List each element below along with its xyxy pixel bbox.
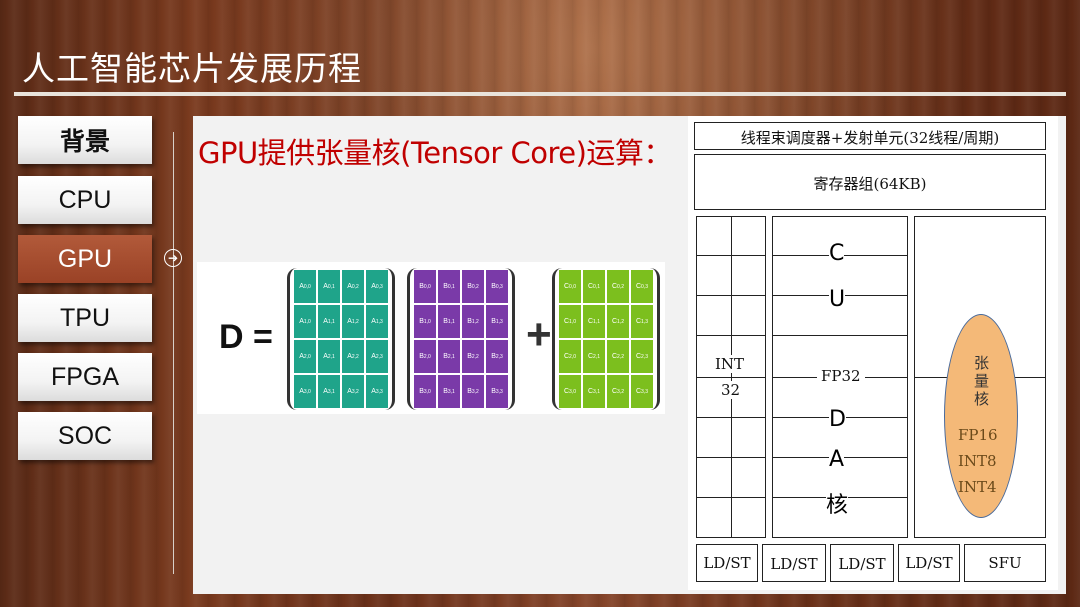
cuda-char-5: 核 — [826, 487, 849, 519]
sfu-unit: SFU — [964, 544, 1046, 582]
nav-item-背景[interactable]: 背景 — [18, 116, 152, 164]
sfu-label: SFU — [988, 554, 1022, 572]
ldst-label-3: LD/ST — [838, 555, 886, 573]
cuda-char-4: A — [829, 447, 845, 472]
nav-item-fpga[interactable]: FPGA — [18, 353, 152, 401]
slide-title: 人工智能芯片发展历程 — [22, 49, 362, 88]
ldst-label-2: LD/ST — [770, 555, 818, 573]
tensor-char-3: 核 — [974, 390, 990, 408]
nav-item-tpu[interactable]: TPU — [18, 294, 152, 342]
tensor-char-1: 张 — [974, 354, 990, 372]
ldst-unit-4: LD/ST — [898, 544, 960, 582]
nav-item-cpu[interactable]: CPU — [18, 176, 152, 224]
tensor-format-fp16: FP16 — [958, 426, 998, 444]
ldst-unit-3: LD/ST — [830, 544, 894, 582]
int32-label-line1: INT — [713, 355, 747, 373]
sm-architecture-diagram: 线程束调度器+发射单元(32线程/周期) 寄存器组(64KB) INT 32 C… — [688, 116, 1058, 590]
scheduler-label: 线程束调度器+发射单元(32线程/周期) — [740, 129, 1000, 147]
ldst-unit-2: LD/ST — [762, 544, 826, 582]
ldst-label-1: LD/ST — [703, 554, 751, 572]
cuda-char-2: U — [829, 287, 846, 312]
register-file-label: 寄存器组(64KB) — [813, 175, 927, 193]
fp32-label: FP32 — [817, 367, 865, 385]
nav-item-gpu[interactable]: GPU — [18, 235, 152, 283]
cuda-core-block: C U FP32 D A 核 — [772, 216, 908, 538]
tensor-char-2: 量 — [974, 372, 990, 390]
tensor-format-int8: INT8 — [958, 452, 997, 470]
tensor-core-ellipse — [944, 314, 1018, 518]
cuda-char-1: C — [829, 241, 845, 266]
formula-lhs: D = — [219, 318, 273, 356]
cuda-char-3: D — [829, 407, 846, 432]
int32-label-line2: 32 — [719, 381, 743, 399]
ldst-unit-1: LD/ST — [696, 544, 758, 582]
nav-divider — [173, 132, 174, 574]
slide-heading: GPU提供张量核(Tensor Core)运算： — [198, 136, 672, 170]
register-file-box: 寄存器组(64KB) — [694, 154, 1046, 210]
nav-item-soc[interactable]: SOC — [18, 412, 152, 460]
ldst-label-4: LD/ST — [905, 554, 953, 572]
arrow-right-circle-icon: ➔ — [164, 249, 182, 267]
formula-plus: + — [526, 310, 552, 359]
int32-unit-block: INT 32 — [696, 216, 766, 538]
title-divider — [14, 92, 1066, 96]
tensor-format-int4: INT4 — [958, 478, 997, 496]
scheduler-box: 线程束调度器+发射单元(32线程/周期) — [694, 122, 1046, 150]
